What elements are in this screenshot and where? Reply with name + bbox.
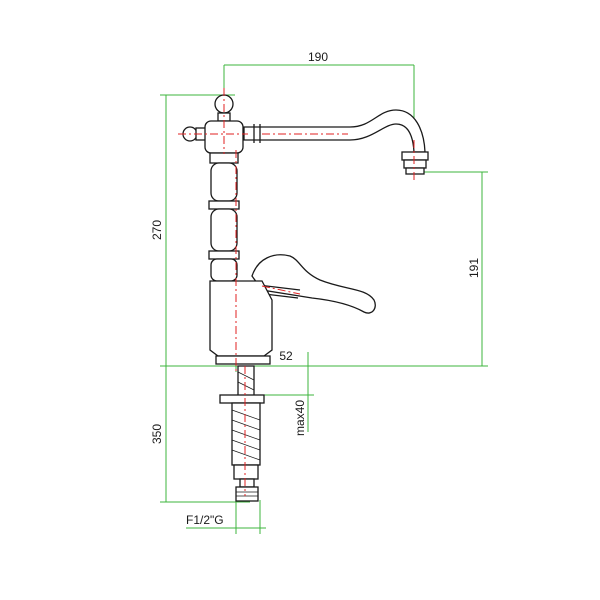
dimension-labels: 190 270 191 52 350 max40 F1/2"G — [150, 50, 481, 527]
dim-spout-height: 191 — [467, 258, 481, 278]
spout — [243, 109, 429, 175]
supply-hoses — [219, 365, 265, 502]
dim-base-diameter: 52 — [279, 349, 293, 363]
center-lines — [178, 88, 415, 496]
column — [204, 120, 244, 282]
dim-total-height: 270 — [150, 220, 164, 240]
body-base — [209, 280, 273, 365]
dimension-lines — [160, 64, 488, 534]
faucet — [182, 94, 429, 502]
dim-spout-reach: 190 — [308, 50, 328, 64]
dim-hose-length: 350 — [150, 424, 164, 444]
dim-thread: F1/2"G — [186, 513, 224, 527]
dim-max-thickness: max40 — [293, 400, 307, 436]
